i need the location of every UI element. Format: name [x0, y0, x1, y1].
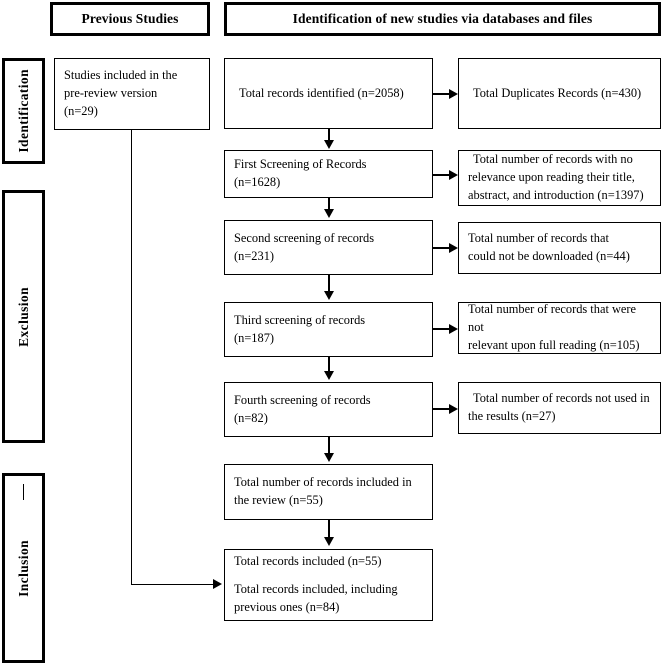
node-excluded-not-used-results-line-2: the results (n=27) [468, 409, 556, 423]
node-excluded-no-relevance: Total number of records with no relevanc… [458, 150, 661, 206]
connector-review-to-total [328, 520, 330, 539]
stage-label-exclusion: Exclusion [15, 286, 31, 347]
node-excluded-not-relevant-full-line-2: relevant upon full reading (n=105) [468, 338, 640, 352]
node-excluded-no-relevance-line-2: relevance upon reading their title, [468, 170, 635, 185]
node-third-screening: Third screening of records (n=187) [224, 302, 433, 357]
node-excluded-duplicates: Total Duplicates Records (n=430) [458, 58, 661, 129]
node-excluded-not-used-results: Total number of records not used in the … [458, 382, 661, 434]
arrowhead-previous-to-final [213, 579, 222, 589]
connector-to-not-downloaded [433, 247, 450, 249]
node-total-records-identified: Total records identified (n=2058) [224, 58, 433, 129]
connector-to-not-used-results [433, 408, 450, 410]
node-total-records-included-line-2: Total records included, including previo… [234, 582, 398, 614]
node-excluded-not-downloaded-line-1: Total number of records that [468, 231, 609, 246]
node-first-screening-line-2: (n=1628) [234, 175, 281, 189]
stage-rail-identification: Identification [2, 58, 45, 164]
arrowhead-review-to-total [324, 537, 334, 546]
node-second-screening-line-1: Second screening of records [234, 230, 375, 245]
node-second-screening: Second screening of records (n=231) [224, 220, 433, 275]
header-previous-studies: Previous Studies [50, 2, 210, 36]
header-identification-databases: Identification of new studies via databa… [224, 2, 661, 36]
node-total-records-included-line-1: Total records included (n=55) [234, 554, 382, 569]
node-total-records-included: Total records included (n=55) Total reco… [224, 549, 433, 621]
arrowhead-to-not-relevant-full [449, 324, 458, 334]
arrowhead-fourth-to-review [324, 453, 334, 462]
node-previous-studies-line-2: pre-review version [64, 86, 158, 100]
node-fourth-screening-line-2: (n=82) [234, 410, 268, 425]
node-previous-studies-line-3: (n=29) [64, 103, 98, 118]
node-excluded-not-relevant-full-line-1: Total number of records that were not [468, 302, 640, 335]
node-first-screening: First Screening of Records (n=1628) [224, 150, 433, 198]
connector-previous-to-final-vertical [131, 130, 132, 584]
arrowhead-second-to-third [324, 291, 334, 300]
arrowhead-to-duplicates [449, 89, 458, 99]
node-excluded-not-downloaded-line-2: could not be downloaded (n=44) [468, 249, 630, 263]
stage-rail-exclusion: Exclusion [2, 190, 45, 443]
connector-identified-to-first [328, 129, 330, 142]
connector-previous-to-final-horizontal [131, 584, 213, 585]
node-records-included-review-line-1: Total number of records included in [234, 475, 412, 490]
arrowhead-first-to-second [324, 209, 334, 218]
node-fourth-screening: Fourth screening of records (n=82) [224, 382, 433, 437]
header-identification-databases-label: Identification of new studies via databa… [292, 10, 593, 26]
node-fourth-screening-line-1: Fourth screening of records [234, 392, 371, 407]
stage-label-identification: Identification [15, 69, 31, 153]
node-total-records-identified-line-1: Total records identified (n=2058) [239, 85, 404, 100]
node-excluded-not-used-results-line-1: Total number of records not used in [473, 391, 650, 406]
node-excluded-not-relevant-full: Total number of records that were not re… [458, 302, 661, 354]
arrowhead-to-not-downloaded [449, 243, 458, 253]
node-excluded-duplicates-line-1: Total Duplicates Records (n=430) [473, 85, 642, 100]
arrowhead-identified-to-first [324, 140, 334, 149]
arrowhead-to-not-used-results [449, 404, 458, 414]
header-previous-studies-label: Previous Studies [81, 10, 179, 26]
node-previous-studies: Studies included in the pre-review versi… [54, 58, 210, 130]
connector-fourth-to-review [328, 437, 330, 455]
connector-first-to-second [328, 198, 330, 211]
node-second-screening-line-2: (n=231) [234, 248, 275, 263]
connector-to-no-relevance [433, 174, 450, 176]
node-excluded-not-downloaded: Total number of records that could not b… [458, 222, 661, 274]
connector-to-not-relevant-full [433, 328, 450, 330]
connector-to-duplicates [433, 93, 450, 95]
node-excluded-no-relevance-line-1: Total number of records with no [473, 152, 633, 167]
node-third-screening-line-1: Third screening of records [234, 312, 366, 327]
node-third-screening-line-2: (n=187) [234, 330, 275, 345]
node-records-included-review: Total number of records included in the … [224, 464, 433, 520]
node-previous-studies-line-1: Studies included in the [64, 68, 178, 83]
node-excluded-no-relevance-line-3: abstract, and introduction (n=1397) [468, 188, 644, 202]
node-records-included-review-line-2: the review (n=55) [234, 493, 323, 507]
connector-third-to-fourth [328, 357, 330, 373]
stage-rail-inclusion: Inclusion [2, 473, 45, 663]
node-first-screening-line-1: First Screening of Records [234, 157, 367, 172]
stage-label-inclusion: Inclusion [15, 539, 31, 597]
inclusion-tick-mark [22, 484, 24, 500]
connector-second-to-third [328, 275, 330, 293]
arrowhead-third-to-fourth [324, 371, 334, 380]
arrowhead-to-no-relevance [449, 170, 458, 180]
